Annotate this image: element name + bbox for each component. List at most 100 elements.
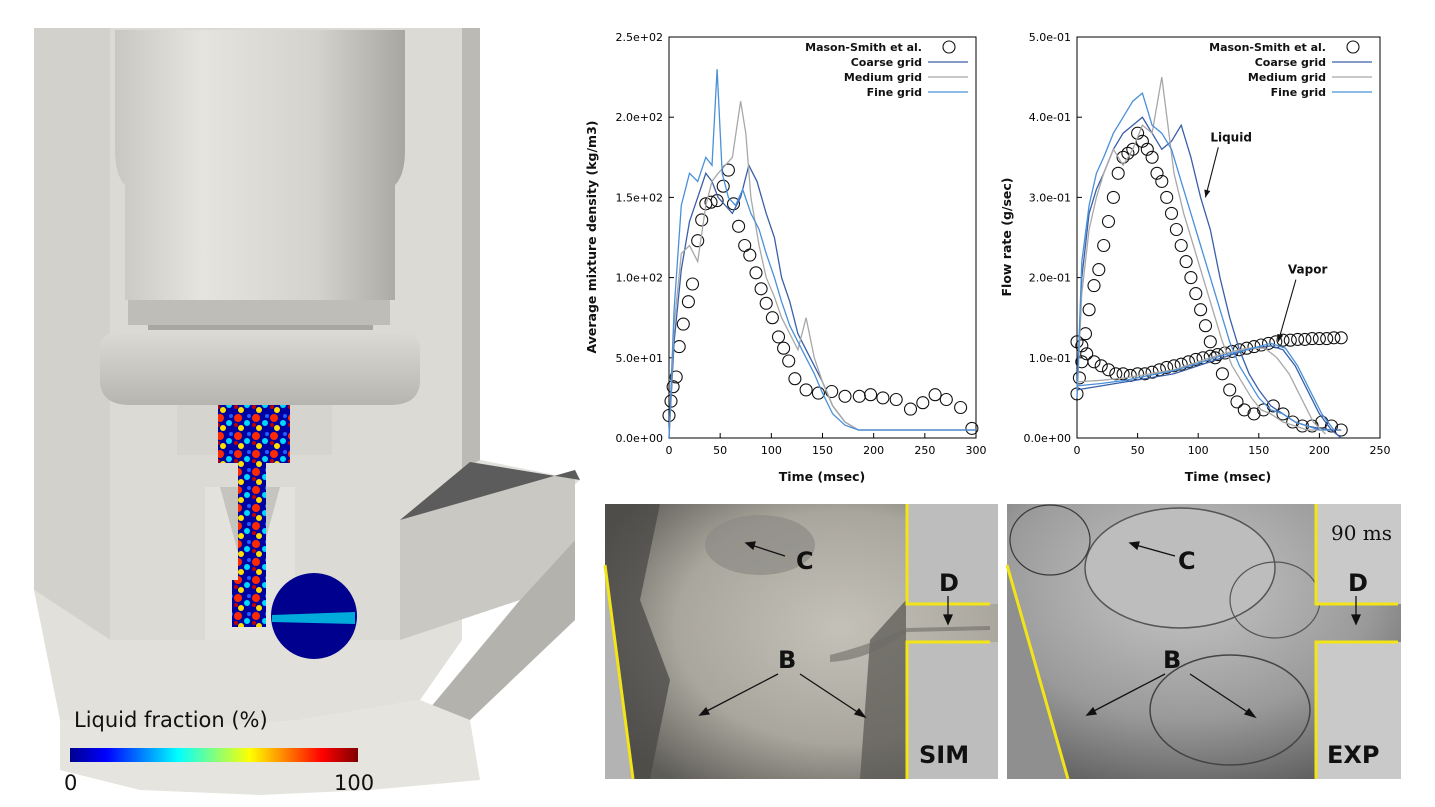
exp-label-b: B <box>1163 646 1181 674</box>
data-point-marker <box>939 392 953 407</box>
annotation-label: Liquid <box>1210 130 1252 144</box>
sim-label-d: D <box>939 569 959 597</box>
housing-floor <box>34 460 580 730</box>
y-tick-label: 5.0e-01 <box>1029 31 1071 44</box>
data-point-marker <box>788 372 802 386</box>
data-point-marker <box>1092 263 1106 277</box>
y-tick-label: 2.0e+02 <box>616 111 663 124</box>
x-tick-label: 200 <box>863 444 884 457</box>
y-tick-label: 3.0e-01 <box>1029 191 1071 204</box>
sim-tag: SIM <box>919 741 969 769</box>
data-point-marker <box>1169 222 1183 237</box>
data-point-marker <box>825 384 839 399</box>
x-tick-label: 50 <box>1131 444 1145 457</box>
legend-label: Fine grid <box>867 86 922 99</box>
exp-bubble-left <box>1009 504 1091 576</box>
x-axis-label: Time (msec) <box>779 469 865 484</box>
chart-series <box>662 69 979 439</box>
data-point-marker <box>1203 335 1217 349</box>
x-tick-label: 50 <box>713 444 727 457</box>
sim-label-c: C <box>796 547 814 575</box>
data-point-marker <box>1174 357 1188 371</box>
legend-label: Mason-Smith et al. <box>1209 41 1326 54</box>
spray-plume <box>272 612 355 624</box>
legend-label: Coarse grid <box>1255 56 1326 69</box>
liquid-fraction-colorbar <box>70 748 358 762</box>
data-point-marker <box>1184 271 1198 285</box>
data-point-marker <box>876 391 890 405</box>
data-point-marker <box>1160 190 1174 204</box>
data-point-marker <box>1198 319 1213 333</box>
series-line-fine-grid <box>1076 91 1332 431</box>
x-tick-label: 150 <box>1248 444 1269 457</box>
data-point-marker <box>695 213 709 227</box>
data-point-marker <box>1160 360 1174 374</box>
data-point-marker <box>1150 166 1164 180</box>
data-point-marker <box>704 195 718 209</box>
sim-panel: C B D SIM <box>603 504 998 780</box>
data-point-marker <box>1320 332 1334 346</box>
chart-series <box>1070 76 1348 439</box>
colorbar-max-label: 100 <box>334 771 374 795</box>
data-point-marker <box>889 392 903 407</box>
y-axis-label: Average mixture density (kg/m3) <box>584 121 599 354</box>
colorbar-title: Liquid fraction (%) <box>74 708 268 732</box>
sim-orifice-bottom <box>907 642 998 779</box>
legend-label: Fine grid <box>1271 86 1326 99</box>
data-point-marker <box>1116 367 1130 381</box>
data-point-marker <box>1189 352 1203 366</box>
data-point-marker <box>669 370 683 384</box>
data-point-marker <box>1121 146 1135 160</box>
x-tick-label: 250 <box>914 444 935 457</box>
data-point-marker <box>672 340 686 354</box>
data-point-marker <box>1327 331 1341 345</box>
data-point-marker <box>1167 359 1181 373</box>
data-point-marker <box>954 400 968 415</box>
data-point-marker <box>1237 403 1251 417</box>
legend-label: Medium grid <box>1248 71 1326 84</box>
series-line-fine-grid <box>668 69 976 439</box>
y-tick-label: 0.0e+00 <box>616 432 663 445</box>
data-point-marker <box>1111 166 1125 180</box>
y-tick-label: 5.0e+01 <box>616 352 663 365</box>
data-point-marker <box>749 266 763 280</box>
data-point-marker <box>1261 336 1276 350</box>
data-point-marker <box>1075 339 1089 353</box>
data-point-marker <box>1215 367 1229 381</box>
data-point-marker <box>782 354 796 368</box>
data-point-marker <box>916 396 930 410</box>
data-point-marker <box>1087 279 1101 293</box>
data-point-marker <box>754 282 768 296</box>
data-point-marker <box>1164 206 1179 220</box>
plot-frame <box>1076 36 1381 439</box>
data-point-marker <box>1109 367 1123 381</box>
exp-tag: EXP <box>1327 741 1380 769</box>
data-point-marker <box>1324 419 1339 433</box>
x-tick-label: 200 <box>1309 444 1330 457</box>
data-point-marker <box>1247 407 1261 421</box>
data-point-marker <box>1276 333 1290 347</box>
exp-wall-edge <box>1005 564 1070 780</box>
data-point-marker <box>716 179 730 193</box>
data-point-marker <box>759 296 773 310</box>
data-point-marker <box>1257 403 1271 417</box>
housing-right-wall <box>462 28 480 470</box>
data-point-marker <box>1082 303 1096 317</box>
data-point-marker <box>811 386 825 400</box>
data-point-marker <box>1126 142 1140 156</box>
y-tick-label: 1.0e+02 <box>616 272 663 285</box>
data-point-marker <box>928 388 942 402</box>
needle-upper-body <box>115 30 405 300</box>
data-point-marker <box>1094 359 1108 373</box>
data-point-marker <box>743 248 757 262</box>
data-point-marker <box>1286 415 1300 429</box>
sim-vapor-jet <box>830 626 990 662</box>
sim-orifice-edge-top <box>905 504 990 606</box>
data-point-marker <box>838 389 852 403</box>
housing-right-slope <box>420 540 575 720</box>
data-point-marker <box>1070 335 1084 349</box>
data-point-marker <box>1194 303 1208 317</box>
x-tick-label: 0 <box>666 444 673 457</box>
x-tick-label: 150 <box>812 444 833 457</box>
